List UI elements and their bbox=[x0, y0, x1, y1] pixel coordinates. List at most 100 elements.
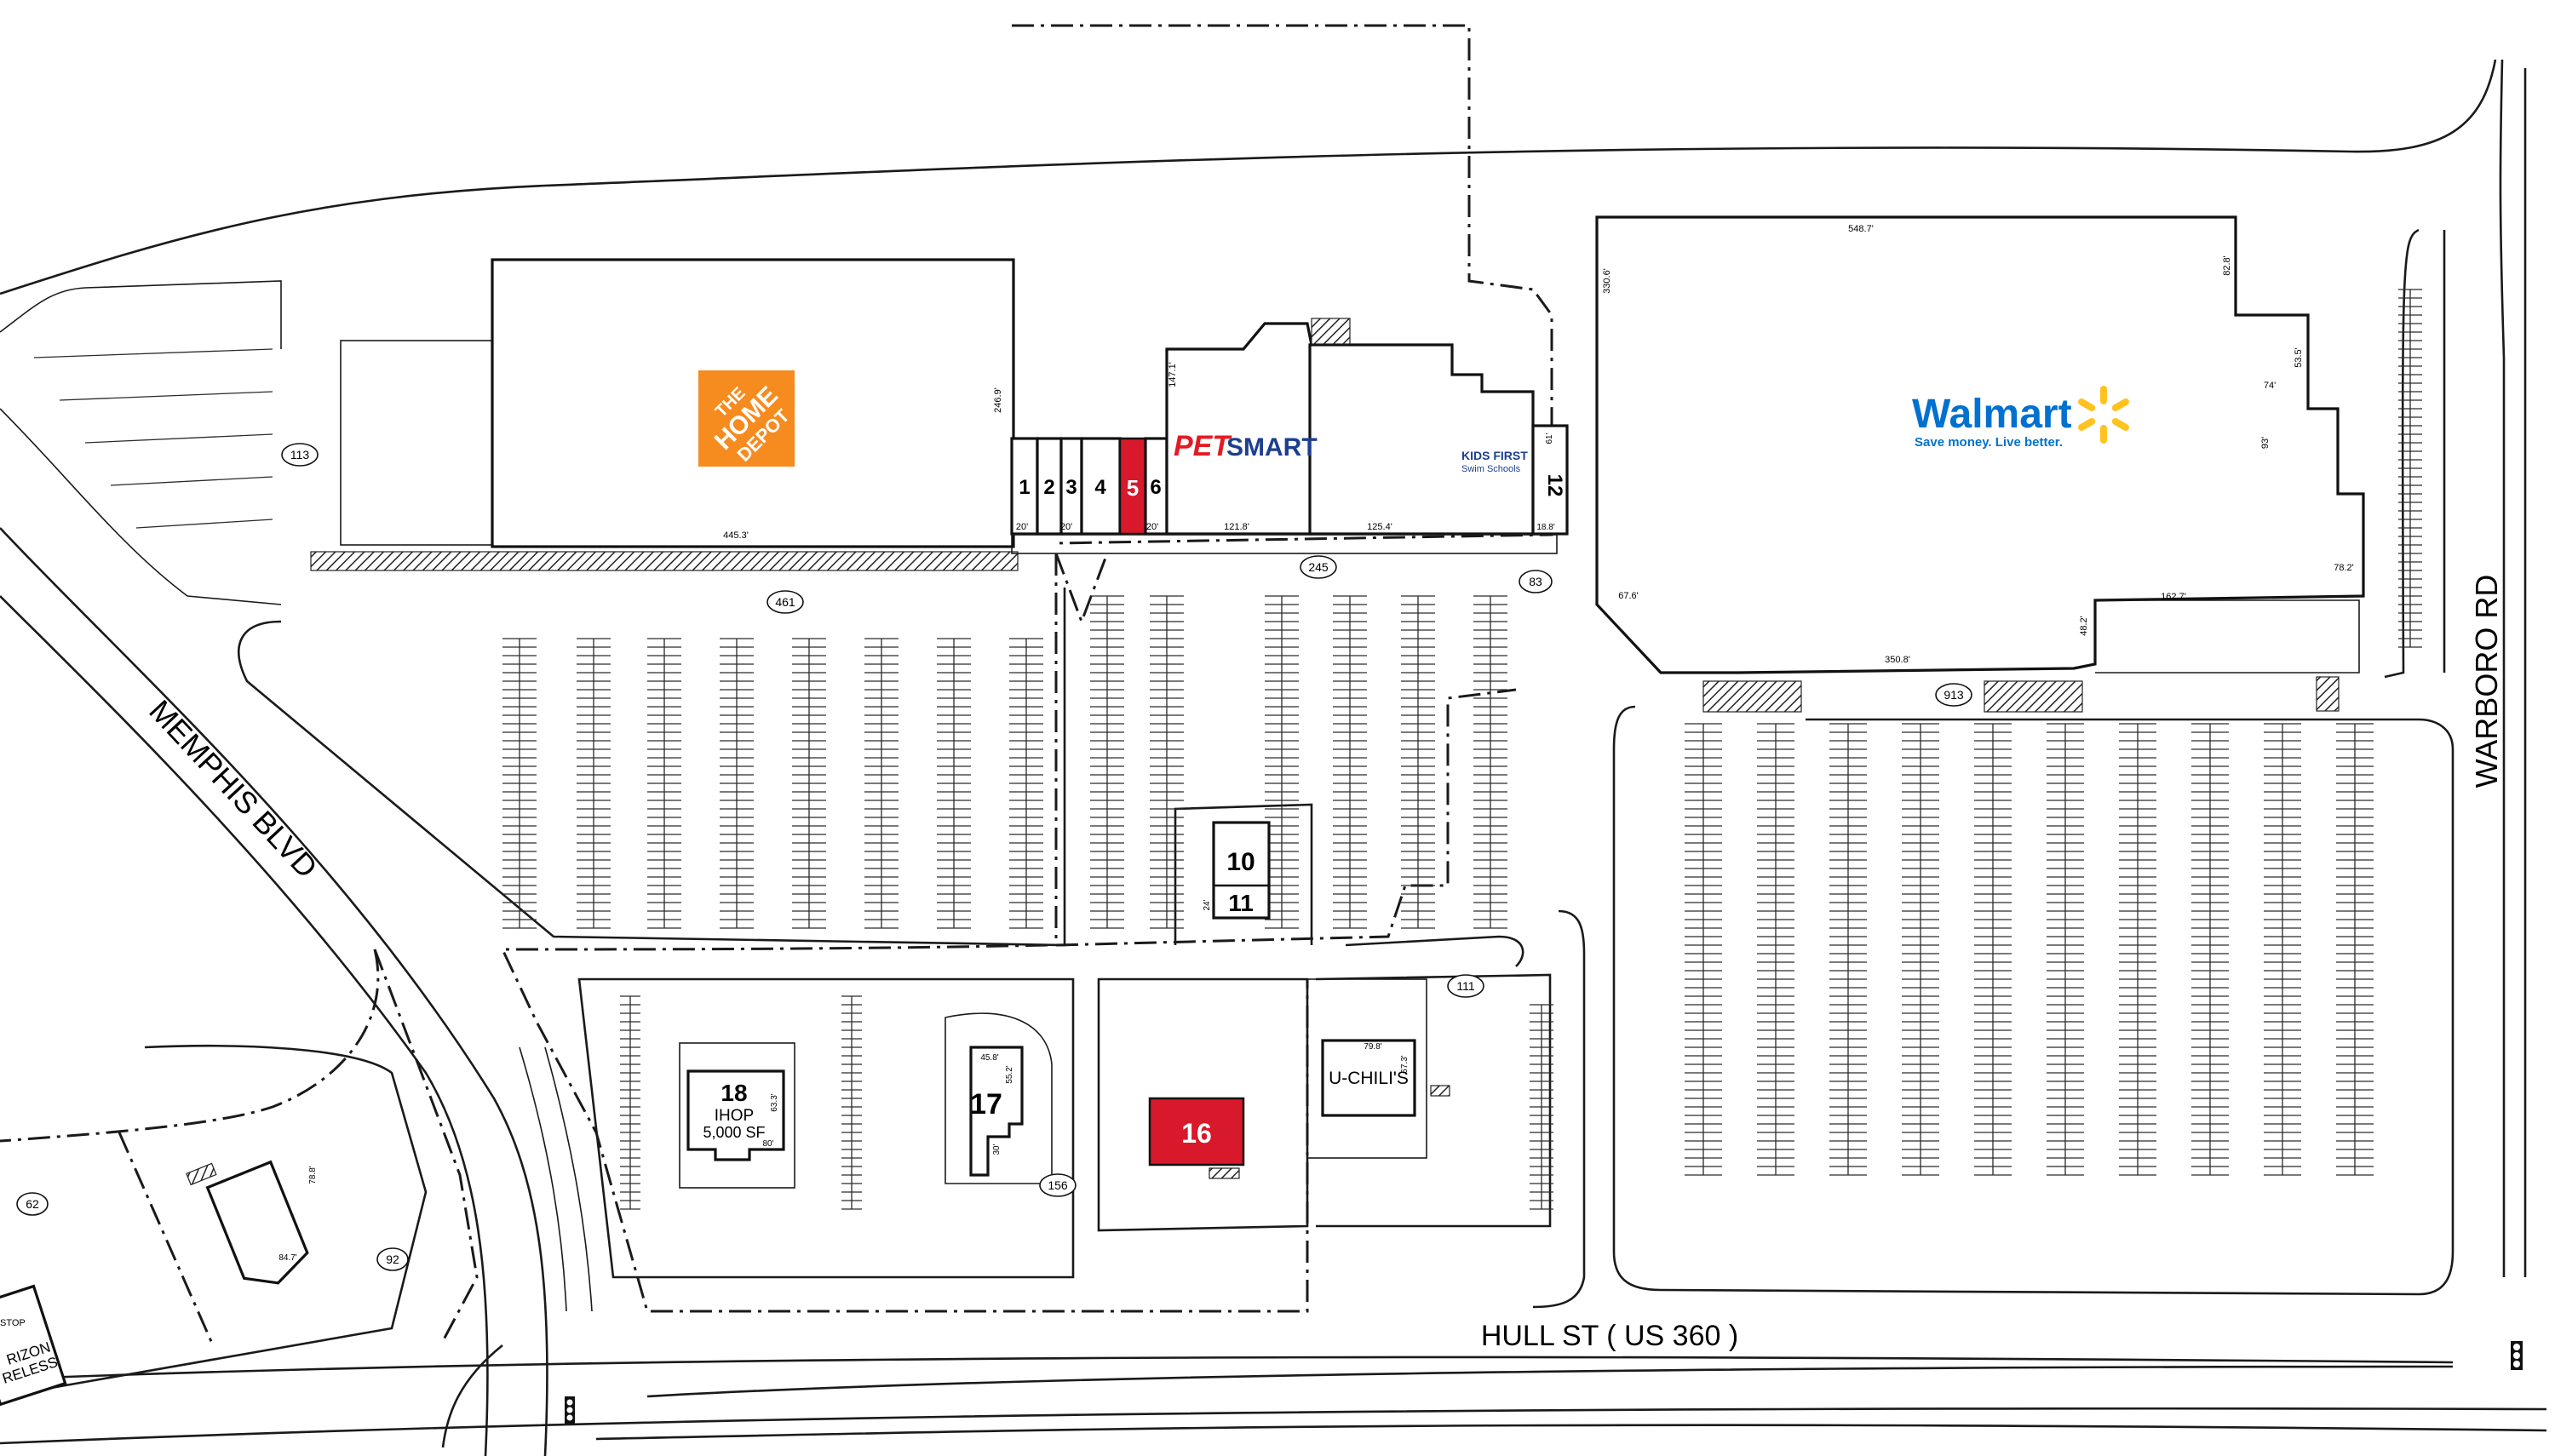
ihop-name: IHOP bbox=[715, 1107, 754, 1125]
traffic-signal-icon bbox=[2511, 1341, 2523, 1370]
dim-wm-ell: 162.7' bbox=[2161, 592, 2186, 602]
parking-count-markers: 113 461 245 83 913 111 156 62 92 bbox=[16, 443, 1972, 1271]
walmart-logo-name: Walmart bbox=[1912, 392, 2072, 437]
unit-2-label: 2 bbox=[1043, 476, 1054, 499]
dim-wm-ell-h: 48.2' bbox=[2079, 616, 2089, 636]
parking-lots bbox=[0, 280, 2455, 1398]
unit-11-label: 11 bbox=[1228, 890, 1254, 916]
petsmart-logo-smart: SMART bbox=[1226, 433, 1318, 461]
stop-label: STOP bbox=[0, 1318, 26, 1328]
parking-count-245: 245 bbox=[1300, 555, 1337, 579]
verizon-building: RIZON RELESS STOP bbox=[0, 1284, 67, 1407]
pad-west: 84.7' 78.8' bbox=[186, 1160, 318, 1285]
parking-count-245-label: 245 bbox=[1308, 560, 1329, 574]
parking-row bbox=[110, 476, 273, 486]
dim-hd-width: 445.3' bbox=[723, 530, 749, 541]
dim-hd-depth: 246.9' bbox=[993, 387, 1003, 413]
parking-count-913: 913 bbox=[1935, 683, 1972, 707]
parking-count-62: 62 bbox=[16, 1192, 49, 1216]
dim-unit6: 20' bbox=[1146, 522, 1158, 532]
unit-16-highlight bbox=[1148, 1097, 1245, 1167]
dim-chilis-d: 67.3' bbox=[1400, 1055, 1410, 1073]
petsmart-logo: PET SMART bbox=[1174, 430, 1318, 462]
dim-pad-d: 78.8' bbox=[308, 1166, 318, 1184]
dim-wm-right-top: 82.8' bbox=[2222, 255, 2232, 276]
parking-row bbox=[59, 391, 273, 401]
dim-ihop-w: 80' bbox=[762, 1139, 773, 1149]
dim-wm-notch-h: 53.5' bbox=[2294, 347, 2304, 368]
dim-wm-left-low: 67.6' bbox=[1618, 591, 1639, 601]
kids-first-sub: Swim Schools bbox=[1461, 464, 1521, 474]
dim-chilis-w: 79.8' bbox=[1364, 1042, 1381, 1052]
building-home-depot: THE HOME DEPOT 445.3' 246.9' bbox=[310, 258, 1019, 571]
parking-stalls bbox=[33, 289, 2422, 1210]
dim-u12-width: 18.8' bbox=[1536, 523, 1554, 532]
parking-row bbox=[135, 519, 273, 529]
dim-petsmart-width: 121.8' bbox=[1224, 522, 1249, 532]
parking-count-113: 113 bbox=[281, 443, 319, 467]
dim-u17-w: 45.8' bbox=[980, 1053, 998, 1063]
dim-u10-side: 24' bbox=[1203, 899, 1212, 910]
walmart-logo-tagline: Save money. Live better. bbox=[1915, 435, 2063, 450]
road-network bbox=[0, 59, 2547, 1456]
unit-10-label: 10 bbox=[1226, 848, 1255, 876]
unit-6-label: 6 bbox=[1150, 476, 1161, 499]
unit-16-label: 16 bbox=[1181, 1118, 1212, 1149]
parking-row bbox=[84, 433, 273, 444]
pad-ihop: 18 IHOP 5,000 SF 80' 63.3' bbox=[679, 1042, 795, 1189]
parking-count-83: 83 bbox=[1519, 570, 1553, 593]
unit-17-label: 17 bbox=[970, 1088, 1002, 1121]
dim-u17-s: 30' bbox=[992, 1144, 1002, 1155]
pad-17: 17 45.8' 55.2' 30' bbox=[944, 1012, 1053, 1184]
parking-count-156: 156 bbox=[1039, 1173, 1077, 1197]
parking-count-156-label: 156 bbox=[1048, 1178, 1068, 1192]
traffic-signal-icon bbox=[565, 1396, 575, 1424]
dim-unit1: 20' bbox=[1016, 522, 1028, 532]
dim-u12-depth: 61' bbox=[1545, 433, 1554, 444]
dim-unit3: 20' bbox=[1060, 522, 1072, 532]
pad-16: 16 bbox=[1148, 1097, 1245, 1179]
parking-count-111-label: 111 bbox=[1456, 979, 1474, 993]
parking-count-62-label: 62 bbox=[26, 1197, 39, 1211]
home-depot-logo: THE HOME DEPOT bbox=[698, 370, 795, 467]
dim-wm-top: 548.7' bbox=[1848, 224, 1874, 234]
parking-count-92: 92 bbox=[376, 1247, 409, 1271]
walmart-spark-icon bbox=[2078, 386, 2129, 444]
unit-3-label: 3 bbox=[1065, 476, 1077, 499]
parking-count-461-label: 461 bbox=[775, 595, 795, 609]
unit-12-label: 12 bbox=[1543, 474, 1566, 497]
petsmart-logo-pet: PET bbox=[1174, 430, 1232, 462]
chilis-label: U-CHILI'S bbox=[1329, 1069, 1409, 1088]
parking-count-113-label: 113 bbox=[290, 448, 310, 461]
dim-wm-notch-w: 74' bbox=[2264, 381, 2276, 391]
dim-petsmart-depth: 147.1' bbox=[1168, 362, 1178, 387]
traffic-signals bbox=[565, 1341, 2523, 1424]
dim-u17-d: 55.2' bbox=[1005, 1065, 1014, 1083]
dim-ihop-d: 63.3' bbox=[770, 1093, 779, 1111]
road-label-hull-st: HULL ST ( US 360 ) bbox=[1481, 1320, 1738, 1352]
building-walmart: Walmart Save money. Live better. 548.7' … bbox=[1595, 215, 2365, 713]
kids-first-logo: KIDS FIRST Swim Schools bbox=[1461, 449, 1528, 474]
ihop-number: 18 bbox=[721, 1080, 747, 1106]
unit-5-label: 5 bbox=[1127, 475, 1139, 501]
unit-1-label: 1 bbox=[1019, 476, 1030, 499]
pad-units-10-11: 10 11 24' bbox=[1203, 821, 1271, 920]
unit-5-highlight bbox=[1118, 437, 1147, 536]
parking-count-461: 461 bbox=[766, 590, 804, 614]
unit-4-label: 4 bbox=[1094, 476, 1106, 499]
walmart-logo: Walmart Save money. Live better. bbox=[1912, 386, 2129, 450]
parking-row bbox=[33, 348, 273, 358]
road-label-warboro-rd: WARBORO RD bbox=[2469, 575, 2504, 788]
parking-count-111: 111 bbox=[1447, 974, 1484, 998]
kids-first-name: KIDS FIRST bbox=[1461, 449, 1528, 462]
parking-count-83-label: 83 bbox=[1529, 575, 1542, 588]
pad-chilis: U-CHILI'S 79.8' 67.3' bbox=[1306, 978, 1450, 1159]
parking-count-92-label: 92 bbox=[386, 1253, 399, 1266]
dim-pad-w: 84.7' bbox=[278, 1253, 296, 1263]
dim-wm-lower: 78.2' bbox=[2334, 563, 2354, 573]
dim-wm-bottom: 350.8' bbox=[1885, 655, 1910, 665]
dim-wm-left: 330.6' bbox=[1602, 268, 1612, 294]
dim-anchor-width: 125.4' bbox=[1367, 522, 1392, 532]
building-retail-strip: 1 2 3 4 5 6 12 20' 20' 20' 121.8' 125.4'… bbox=[1010, 318, 1569, 554]
